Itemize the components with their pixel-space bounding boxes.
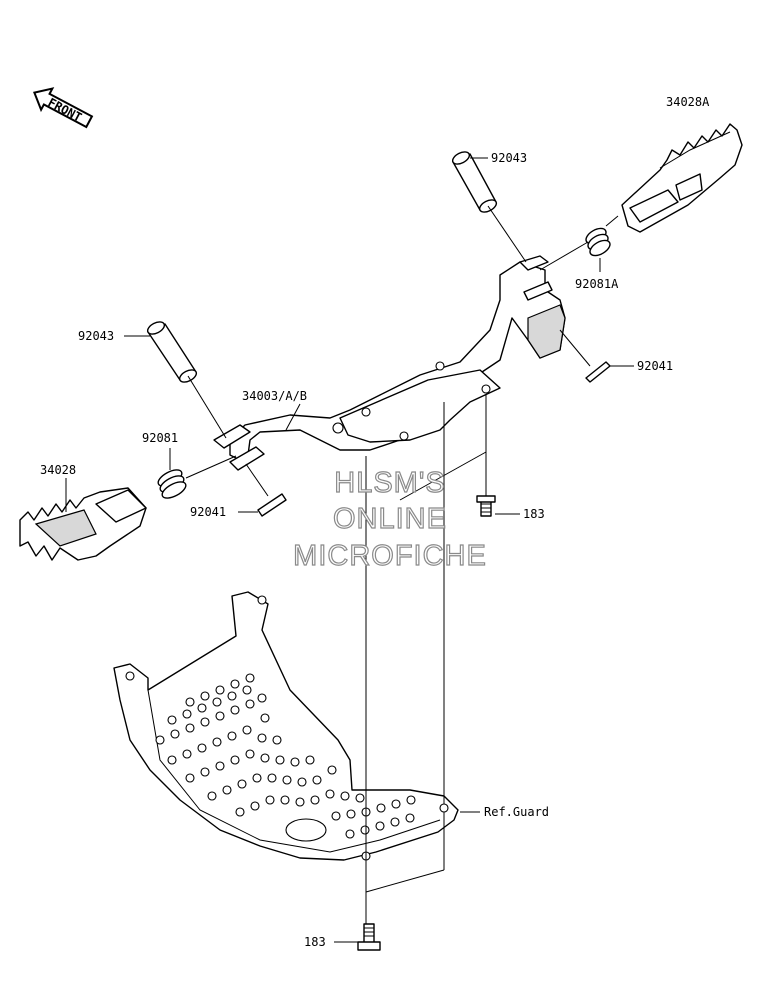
skid-plate-guard xyxy=(113,591,459,861)
label-183-right: 183 xyxy=(523,507,545,521)
label-92081A: 92081A xyxy=(575,277,619,291)
pin-right-92043 xyxy=(451,151,498,213)
pin-left-92043 xyxy=(146,321,198,383)
watermark-line-2: ONLINE xyxy=(333,503,447,535)
label-92041-right: 92041 xyxy=(637,359,673,373)
label-92041-left: 92041 xyxy=(190,505,226,519)
watermark: HLSM'S ONLINE MICROFICHE xyxy=(293,466,487,572)
footpeg-right-34028A xyxy=(621,123,743,233)
label-34003: 34003/A/B xyxy=(242,389,307,403)
front-arrow-badge: FRONT xyxy=(33,87,94,129)
bolt-right-183 xyxy=(476,495,496,517)
watermark-line-1: HLSM'S xyxy=(334,467,445,499)
label-34028A: 34028A xyxy=(666,95,710,109)
footpeg-left-34028 xyxy=(19,487,147,561)
label-92081: 92081 xyxy=(142,431,178,445)
spring-right-92081A xyxy=(585,227,611,257)
label-34028: 34028 xyxy=(40,463,76,477)
cotter-pin-left-92041 xyxy=(257,493,287,517)
spring-left-92081 xyxy=(157,469,187,499)
bolt-bottom-183 xyxy=(357,923,381,951)
label-183-bottom: 183 xyxy=(304,935,326,949)
watermark-line-3: MICROFICHE xyxy=(293,540,487,572)
leader-lines xyxy=(65,157,634,943)
guard-perforations xyxy=(155,673,416,839)
footpeg-bracket-34003 xyxy=(213,255,566,471)
label-ref-guard: Ref.Guard xyxy=(484,805,549,819)
label-92043-top: 92043 xyxy=(491,151,527,165)
front-label: FRONT xyxy=(46,95,84,124)
label-92043-left: 92043 xyxy=(78,329,114,343)
